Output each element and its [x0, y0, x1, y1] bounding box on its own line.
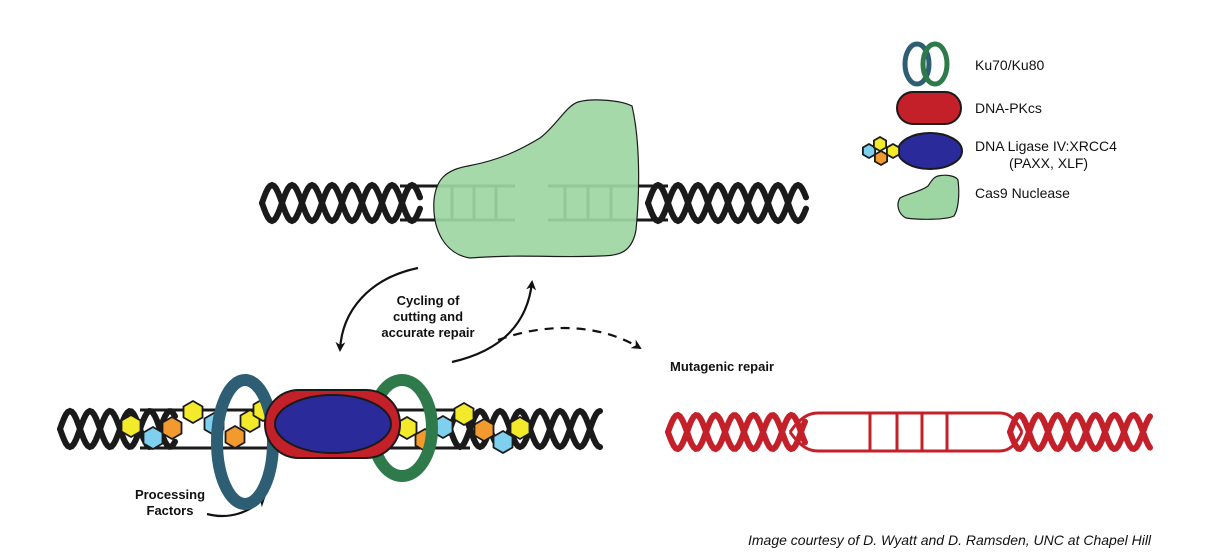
- legend-label-ligase: DNA Ligase IV:XRCC4: [975, 138, 1117, 154]
- processing-factor-hexagons: [120, 397, 531, 455]
- legend-label-ligase-sub: (PAXX, XLF): [1009, 155, 1089, 171]
- dna-strand-2: [259, 181, 423, 225]
- label-cycling-3: accurate repair: [381, 325, 475, 340]
- cas9-nuclease-shape: [433, 99, 640, 259]
- processing-factor-hexagon: [161, 415, 183, 441]
- dna-helix-top-left: [259, 181, 423, 225]
- top-dna-cas9-complex: [259, 99, 809, 259]
- processing-factor-hexagon: [120, 413, 142, 439]
- legend-label-dnapk: DNA-PKcs: [975, 100, 1042, 116]
- processing-factor-hexagon: [142, 425, 164, 451]
- dna-helix-bottom-right: [447, 407, 603, 451]
- dna-strand-1: [1007, 411, 1153, 453]
- legend-cas9-icon: [897, 174, 960, 220]
- processing-factor-hexagon: [886, 142, 900, 160]
- label-processing-2: Factors: [146, 503, 194, 518]
- legend-icons: [862, 41, 963, 220]
- bottom-repair-complex: [57, 374, 603, 510]
- dna-strand-2: [447, 407, 603, 451]
- label-cycling-1: Cycling of: [396, 293, 460, 308]
- processing-factor-hexagon: [473, 417, 495, 443]
- label-processing-1: Processing: [134, 487, 206, 502]
- label-cycling-2: cutting and: [392, 309, 464, 324]
- dna-strand-2: [57, 407, 178, 451]
- image-credit: Image courtesy of D. Wyatt and D. Ramsde…: [748, 532, 1152, 548]
- dna-strand-2: [1007, 411, 1153, 453]
- legend-ligase-icon: [862, 132, 963, 170]
- arrow-up-right: [451, 280, 537, 364]
- ligase-iv-xrcc4-oval: [274, 394, 392, 454]
- red-dna-rungs: [788, 411, 1024, 453]
- processing-factor-hexagon: [182, 399, 204, 425]
- legend-dnapk-icon: [896, 91, 962, 125]
- mutagenic-repair-dna: [665, 411, 1153, 453]
- dna-helix-top-right: [645, 181, 809, 225]
- processing-factor-hexagon: [453, 401, 475, 427]
- processing-factor-hexagon: [873, 135, 887, 153]
- legend-ku-icon: [902, 41, 950, 87]
- legend-label-cas9: Cas9 Nuclease: [975, 185, 1070, 201]
- processing-factor-hexagon: [509, 415, 531, 441]
- label-mutagenic-repair: Mutagenic repair: [670, 359, 775, 374]
- legend-label-ku: Ku70/Ku80: [975, 57, 1045, 73]
- red-dna-helix-left: [665, 411, 808, 453]
- dna-strand-2: [665, 411, 808, 453]
- arrow-mutagenic-dashed: [497, 326, 642, 350]
- processing-factor-hexagon: [492, 429, 514, 455]
- red-dna-helix-right: [1007, 411, 1153, 453]
- processing-factor-hexagon: [224, 424, 246, 450]
- dna-strand-1: [447, 407, 603, 451]
- processing-factor-hexagon: [874, 149, 888, 167]
- dna-strand-2: [645, 181, 809, 225]
- arrow-down-left: [335, 266, 419, 352]
